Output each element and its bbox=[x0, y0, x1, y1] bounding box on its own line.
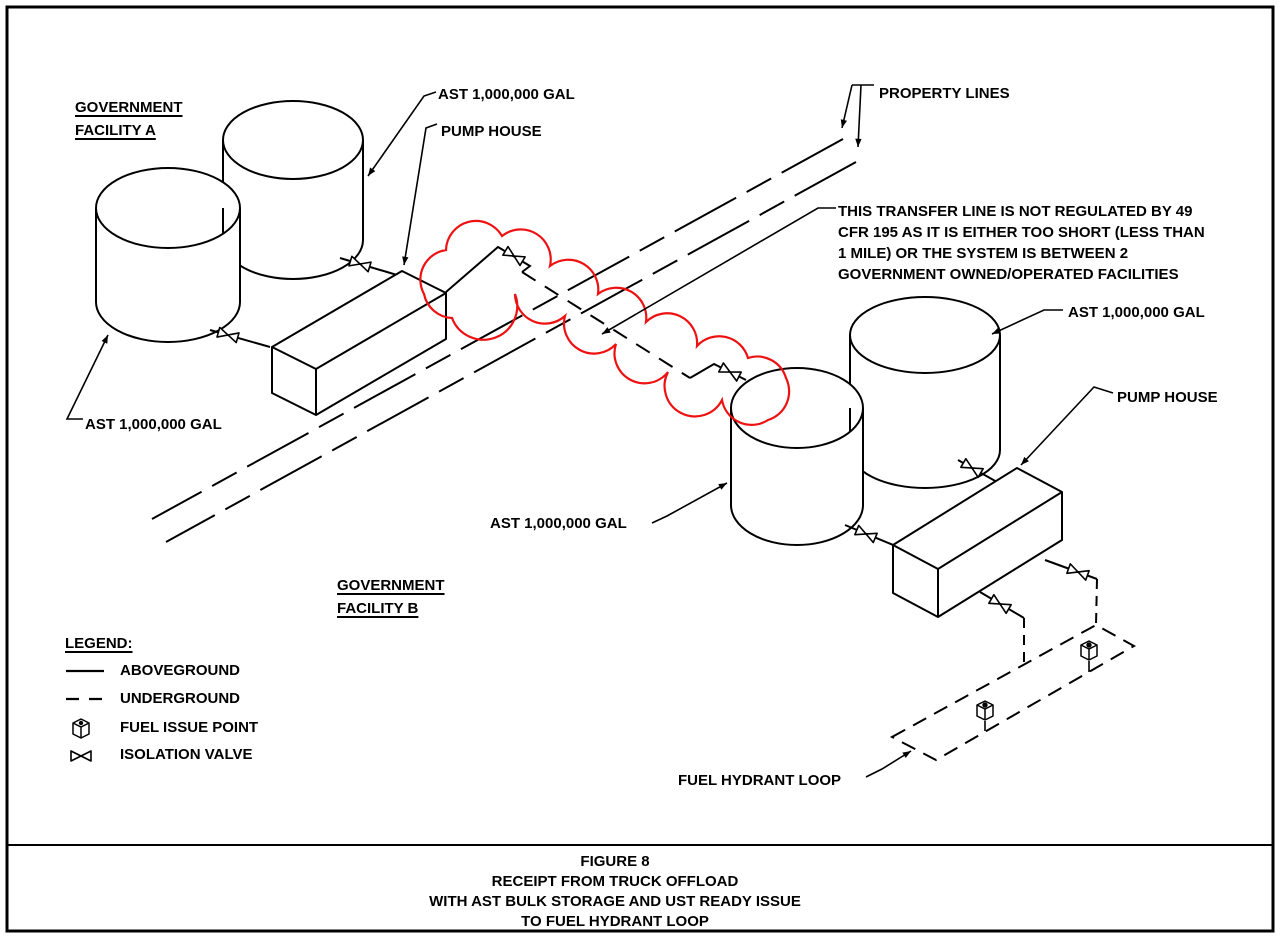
label-ast-b-right: AST 1,000,000 GAL bbox=[1068, 304, 1205, 321]
label-ast-b-left: AST 1,000,000 GAL bbox=[490, 515, 627, 532]
isolation-valve-icon bbox=[216, 326, 240, 344]
figure-title-1: RECEIPT FROM TRUCK OFFLOAD bbox=[491, 873, 739, 890]
fuel-issue-point-icon bbox=[72, 718, 90, 739]
label-government-facility-a: GOVERNMENT FACILITY A bbox=[75, 99, 183, 139]
isolation-valve-icon bbox=[854, 524, 878, 544]
property-lines bbox=[151, 138, 857, 543]
leader-pump-house-a bbox=[402, 123, 438, 266]
legend-item-underground: UNDERGROUND bbox=[120, 690, 240, 707]
isolation-valve-icon bbox=[1066, 563, 1090, 581]
label-property-lines: PROPERTY LINES bbox=[879, 85, 1010, 102]
legend-item-isolation-valve: ISOLATION VALVE bbox=[120, 746, 253, 763]
legend-item-aboveground: ABOVEGROUND bbox=[120, 662, 241, 679]
leader-property-line-2 bbox=[855, 84, 862, 148]
isolation-valve-icon bbox=[988, 593, 1012, 615]
figure-title-3: TO FUEL HYDRANT LOOP bbox=[521, 913, 709, 930]
transfer-line bbox=[445, 245, 747, 381]
leader-ast-b-left bbox=[651, 482, 728, 524]
fuel-issue-points bbox=[976, 640, 1098, 731]
tank-a1 bbox=[95, 167, 242, 343]
label-transfer-line-note: THIS TRANSFER LINE IS NOT REGULATED BY 4… bbox=[838, 203, 1205, 283]
label-pump-house-b: PUMP HOUSE bbox=[1117, 389, 1218, 406]
tank-a2 bbox=[222, 100, 365, 280]
tank-b2 bbox=[849, 296, 1002, 489]
label-pump-house-a: PUMP HOUSE bbox=[441, 123, 542, 140]
leader-lines bbox=[65, 84, 1114, 778]
drawing-border bbox=[5, 5, 1275, 933]
leader-ast-a-top bbox=[367, 91, 437, 177]
fuel-hydrant-loop-path bbox=[889, 623, 1137, 762]
leader-transfer-note bbox=[601, 207, 836, 335]
pump-house-a-shape bbox=[271, 270, 447, 416]
label-fuel-hydrant-loop: FUEL HYDRANT LOOP bbox=[678, 772, 842, 789]
legend-title: LEGEND: bbox=[65, 635, 133, 652]
isolation-valve-icon bbox=[502, 245, 526, 267]
leader-property-line-1 bbox=[840, 84, 853, 129]
revision-cloud bbox=[419, 219, 791, 426]
label-ast-a-top: AST 1,000,000 GAL bbox=[438, 86, 575, 103]
isolation-valve-icon bbox=[348, 255, 372, 273]
leader-fuel-hydrant-loop bbox=[865, 750, 912, 778]
isolation-valve-icon bbox=[718, 362, 742, 382]
fuel-issue-point-icon bbox=[976, 700, 994, 721]
leader-ast-b-right bbox=[991, 309, 1063, 335]
fuel-issue-point-icon bbox=[1080, 640, 1098, 661]
isolation-valve-icon bbox=[70, 750, 92, 762]
tank-b1 bbox=[730, 367, 865, 546]
label-government-facility-b: GOVERNMENT FACILITY B bbox=[337, 577, 445, 617]
leader-pump-house-b bbox=[1020, 386, 1114, 466]
figure-number: FIGURE 8 bbox=[580, 853, 650, 870]
pump-house-b-shape bbox=[892, 467, 1063, 618]
figure-title-2: WITH AST BULK STORAGE AND UST READY ISSU… bbox=[429, 893, 801, 910]
label-ast-a-left: AST 1,000,000 GAL bbox=[85, 416, 222, 433]
leader-ast-a-left bbox=[65, 334, 109, 420]
title-block: FIGURE 8 RECEIPT FROM TRUCK OFFLOAD WITH… bbox=[8, 852, 1222, 932]
legend-item-fuel-issue-point: FUEL ISSUE POINT bbox=[120, 719, 259, 736]
legend-symbols bbox=[66, 669, 104, 762]
